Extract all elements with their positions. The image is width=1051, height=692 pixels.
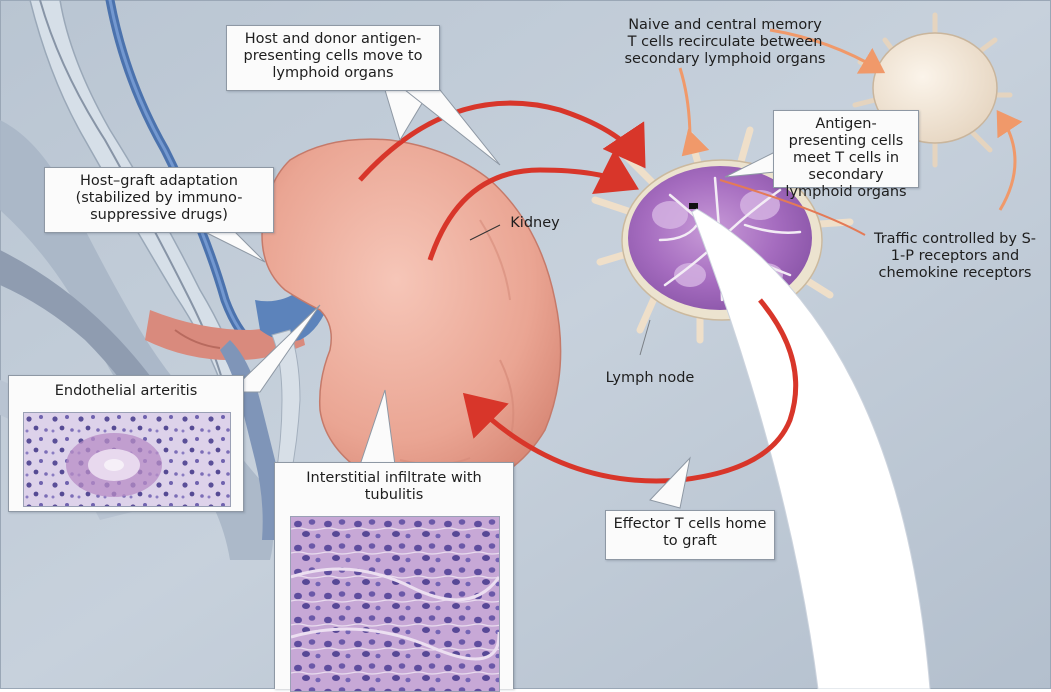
effector-callout: Effector T cells home to graft xyxy=(605,510,775,560)
interstitial-infiltrate-title: Interstitial infiltrate with tubulitis xyxy=(283,470,505,504)
apc-meet-callout: Antigen-presenting cells meet T cells in… xyxy=(773,110,919,188)
apc-move-callout: Host and donor antigen-presenting cells … xyxy=(226,25,440,91)
interstitial-infiltrate-panel: Interstitial infiltrate with tubulitis xyxy=(274,462,514,689)
interstitial-micrograph-image xyxy=(291,517,499,691)
lymph-node-label: Lymph node xyxy=(598,370,702,387)
endothelial-arteritis-panel: Endothelial arteritis xyxy=(8,375,244,512)
effector-text: Effector T cells home to graft xyxy=(614,516,767,549)
endothelial-arteritis-title: Endothelial arteritis xyxy=(17,383,235,400)
host-graft-text: Host–graft adaptation (stabilized by imm… xyxy=(76,173,243,223)
kidney-label: Kidney xyxy=(505,215,565,232)
apc-move-text: Host and donor antigen-presenting cells … xyxy=(244,31,423,81)
host-graft-callout: Host–graft adaptation (stabilized by imm… xyxy=(44,167,274,233)
interstitial-micrograph xyxy=(290,516,500,692)
endothelial-micrograph-image xyxy=(24,413,230,506)
traffic-label: Traffic controlled by S-1-P receptors an… xyxy=(868,231,1042,282)
apc-meet-text: Antigen-presenting cells meet T cells in… xyxy=(785,116,906,200)
naive-memory-label: Naive and central memory T cells recircu… xyxy=(622,17,828,68)
endothelial-micrograph xyxy=(23,412,231,507)
